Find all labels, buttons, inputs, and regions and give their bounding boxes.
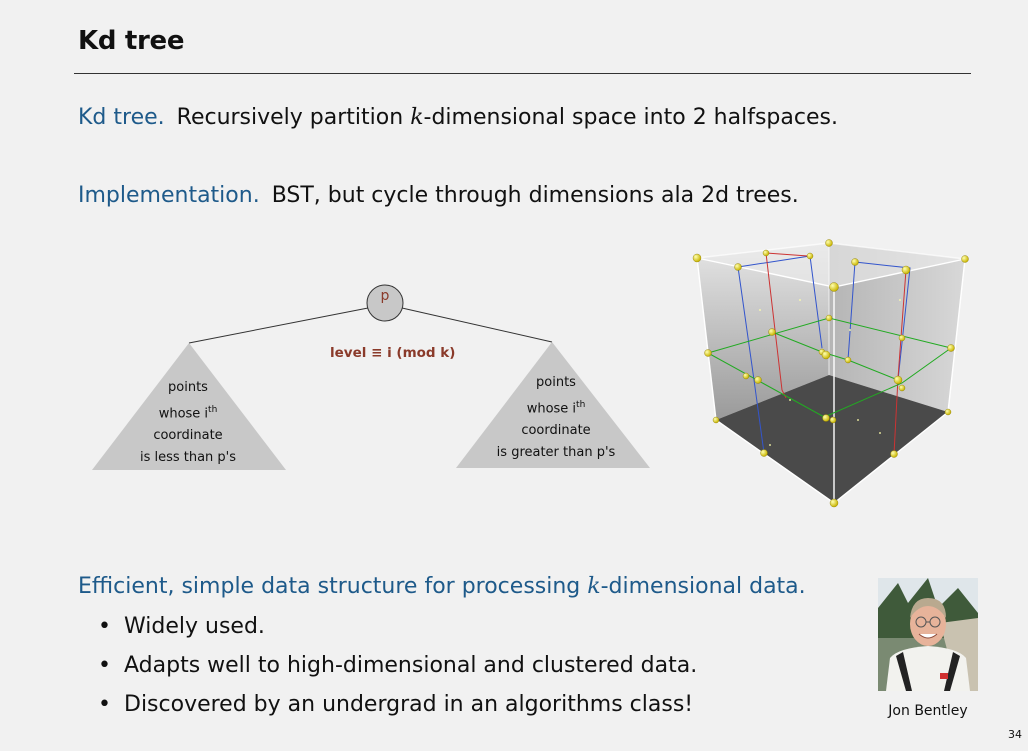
right-line-2: whose ith	[526, 400, 586, 417]
list-item: •Widely used.	[98, 614, 265, 639]
jon-bentley-photo	[878, 578, 978, 691]
kd-tree-paragraph: Kd tree. Recursively partition k-dimensio…	[78, 105, 838, 130]
efficient-k: k	[587, 574, 601, 599]
efficient-text-2: -dimensional data.	[600, 574, 806, 599]
right-edge	[401, 307, 553, 343]
list-item: •Discovered by an undergrad in an algori…	[98, 692, 694, 717]
implementation-term: Implementation.	[78, 183, 260, 208]
left-edge	[188, 307, 369, 344]
photo-caption: Jon Bentley	[888, 703, 968, 719]
efficient-paragraph: Efficient, simple data structure for pro…	[78, 574, 806, 599]
bullet-list: •Widely used. •Adapts well to high-dimen…	[98, 612, 697, 729]
implementation-paragraph: Implementation. BST, but cycle through di…	[78, 183, 799, 208]
kd-tree-text-2: -dimensional space into 2 halfspaces.	[423, 105, 838, 130]
title-rule	[74, 73, 971, 74]
level-formula: level ≡ i (mod k)	[330, 345, 456, 361]
kd-tree-text-1: Recursively partition	[176, 105, 411, 130]
kd-tree-term: Kd tree.	[78, 105, 165, 130]
right-subtree-text: points whose ith coordinate is greater t…	[471, 372, 641, 464]
left-line-4: is less than p's	[139, 450, 237, 466]
implementation-text: BST, but cycle through dimensions ala 2d…	[271, 183, 799, 208]
kd-tree-k: k	[410, 105, 424, 130]
left-line-3: coordinate	[153, 428, 223, 444]
efficient-text-1: Efficient, simple data structure for pro…	[78, 574, 588, 599]
left-line-1: points	[168, 380, 208, 395]
left-subtree-triangle	[92, 343, 286, 470]
slide-title: Kd tree	[78, 26, 185, 56]
list-item: •Adapts well to high-dimensional and clu…	[98, 653, 698, 678]
page-number: 34	[1008, 728, 1022, 741]
root-node-label: p	[380, 288, 390, 304]
right-subtree-triangle	[456, 342, 650, 468]
right-line-4: is greater than p's	[496, 445, 616, 461]
right-line-1: points	[536, 375, 576, 390]
root-node	[366, 284, 404, 322]
left-subtree-text: points whose ith coordinate is less than…	[103, 377, 273, 469]
right-line-3: coordinate	[521, 423, 591, 439]
left-line-2: whose ith	[158, 405, 218, 422]
